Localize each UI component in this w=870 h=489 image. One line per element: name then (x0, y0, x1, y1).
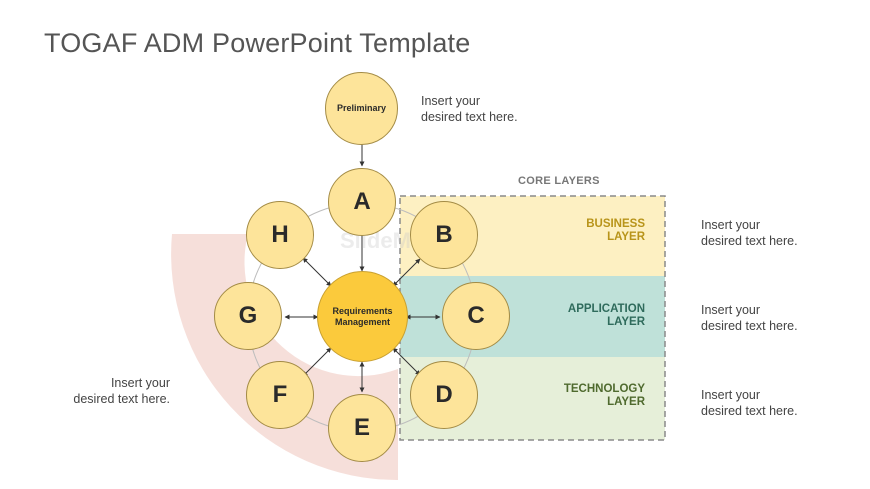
node-g: G (214, 282, 282, 350)
node-d: D (410, 361, 478, 429)
node-preliminary: Preliminary (325, 72, 398, 145)
arrow-center-b (392, 258, 421, 287)
node-a: A (328, 168, 396, 236)
page-title: TOGAF ADM PowerPoint Template (44, 28, 471, 58)
core-layers-heading: CORE LAYERS (518, 175, 600, 187)
arrow-center-d (392, 347, 421, 376)
arrow-center-h (302, 257, 332, 287)
node-b: B (410, 201, 478, 269)
node-h: H (246, 201, 314, 269)
node-e: E (328, 394, 396, 462)
node-c: C (442, 282, 510, 350)
node-f: F (246, 361, 314, 429)
arrow-center-f (302, 347, 332, 377)
